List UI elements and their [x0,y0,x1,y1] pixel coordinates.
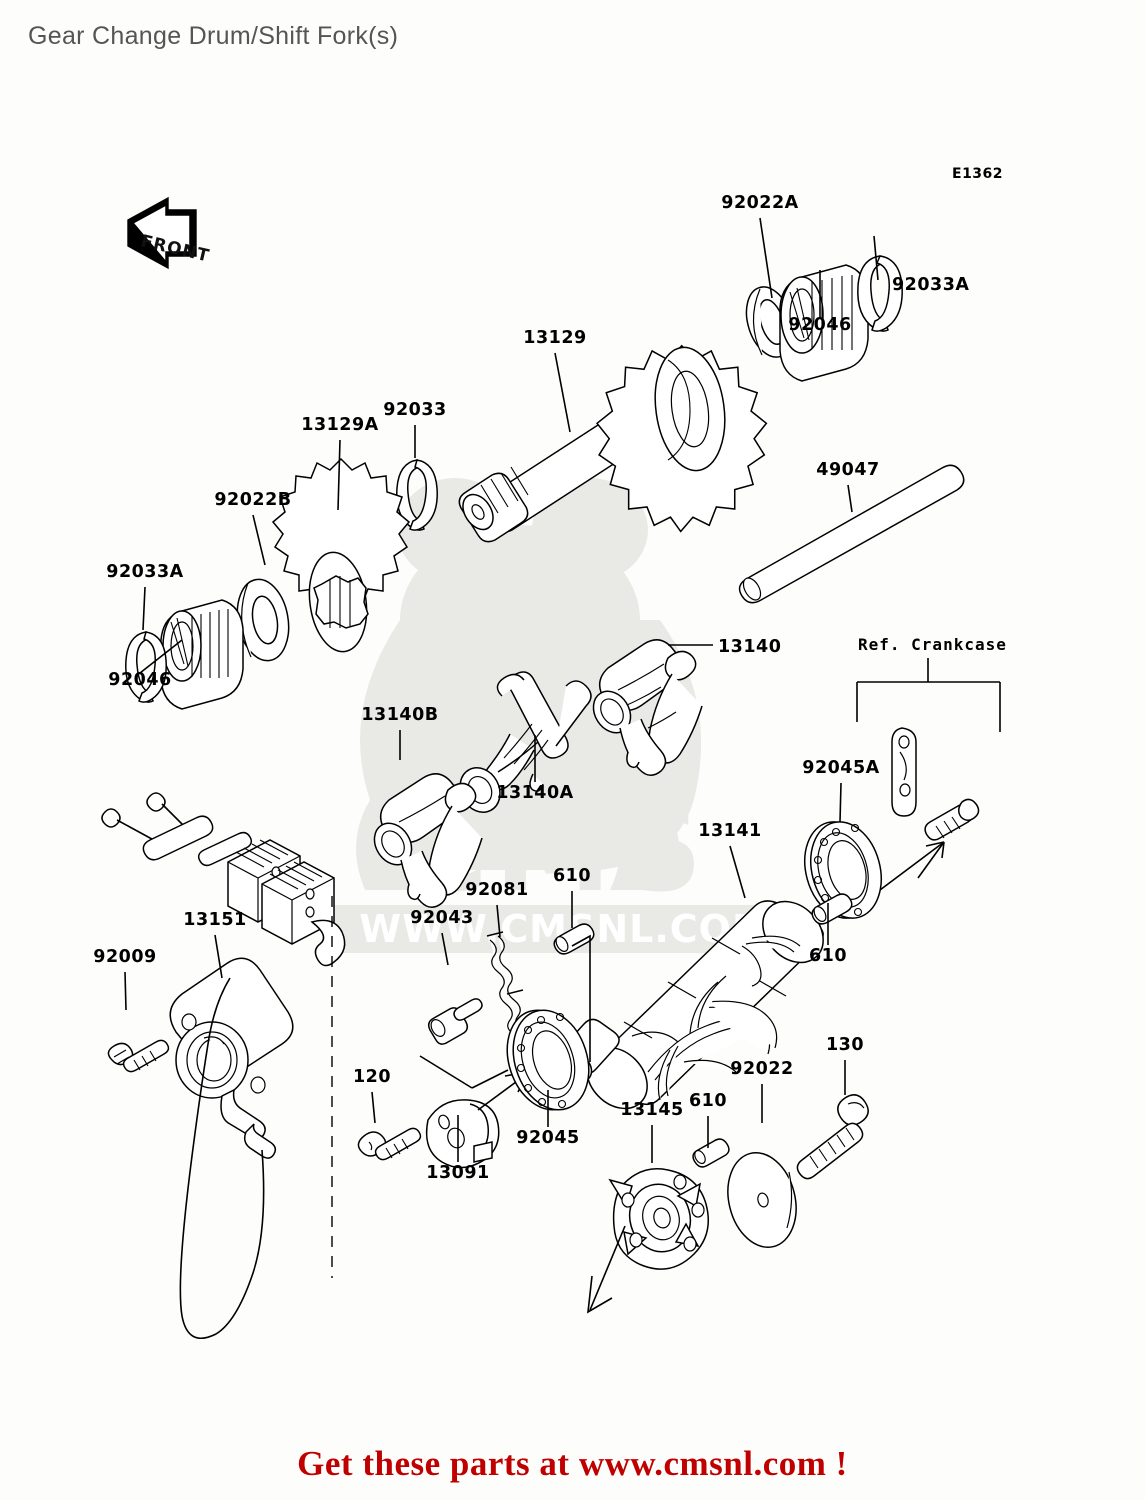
diagram-code: E1362 [952,166,1003,182]
callout-92033A: 92033A [892,275,969,295]
callout-130: 130 [826,1035,864,1055]
callout-92045: 92045 [516,1128,579,1148]
callout-92033A-left: 92033A [106,562,183,582]
callout-92022: 92022 [730,1059,793,1079]
callout-120: 120 [353,1067,391,1087]
assembly-arrow-cam [587,1225,626,1314]
part-610-pin-left [553,923,595,955]
callout-13141: 13141 [698,821,761,841]
part-92022-washer [727,1151,797,1249]
part-13140-shift-fork [592,639,703,776]
part-610-pin-right [811,893,853,925]
part-92033-circlip [396,459,438,531]
part-13129A-drum-gear [271,457,411,653]
callout-92045A: 92045A [802,758,879,778]
shaft-gear [595,344,768,533]
part-13129-gear-change-shaft [458,344,768,543]
part-92045-ball-bearing [506,1009,590,1111]
callout-13129: 13129 [523,328,586,348]
callout-13140A: 13140A [496,783,573,803]
part-13091-holder [425,1099,500,1169]
assembly-arrow-upper [879,841,945,891]
part-92043-detent-pin [427,998,483,1045]
part-13140B-shift-fork [373,773,483,908]
part-92033A-circlip-upper [857,255,903,332]
pin-guide-line [571,934,591,1062]
part-49047-fork-rod [738,464,965,604]
callout-13145: 13145 [620,1100,683,1120]
callout-13151: 13151 [183,910,246,930]
harness-cable [179,977,265,1339]
callout-49047: 49047 [816,460,879,480]
callout-92033: 92033 [383,400,446,420]
callout-13140B: 13140B [361,705,438,725]
wire-harness [101,792,346,967]
callout-92022B: 92022B [214,490,291,510]
callout-92009: 92009 [93,947,156,967]
crankcase-arm [891,727,917,817]
footer-cta: Get these parts at www.cmsnl.com ! [297,1444,848,1483]
ref-crankcase-label: Ref. Crankcase [858,635,1007,654]
parts-diagram: CMS WWW.CMSNL.COM E1362 FRONT [0,60,1145,1440]
callout-13140: 13140 [718,637,781,657]
part-92046-needle-bearing [779,264,869,382]
callout-13091: 13091 [426,1163,489,1183]
part-13145-gear-change-cam [608,1168,709,1270]
callout-92046: 92046 [788,315,851,335]
part-92033A-circlip-left [125,631,167,703]
callout-610-right: 610 [809,946,847,966]
callout-92043: 92043 [410,908,473,928]
page-title: Gear Change Drum/Shift Fork(s) [28,22,399,50]
callout-610-left: 610 [553,866,591,886]
callout-92081: 92081 [465,880,528,900]
ref-crankcase-group: Ref. Crankcase [856,635,1007,841]
callout-610-cam: 610 [689,1091,727,1111]
part-610-pin-cam [692,1138,730,1168]
callout-13129A: 13129A [301,415,378,435]
part-92081-spring [486,931,524,1035]
part-130-bolt [796,1094,869,1180]
callout-layer: 92022A 92046 92033A 13129 13129A 92033 9… [93,193,969,1183]
crankcase-bolt [924,798,980,841]
callout-92022A: 92022A [721,193,798,213]
part-120-bolt [357,1127,422,1161]
front-arrow-icon: FRONT [127,196,212,270]
part-92046-needle-bearing-left [160,599,244,710]
part-13151-neutral-switch [169,957,294,1159]
part-92009-screw [107,1039,170,1073]
callout-92046-left: 92046 [108,670,171,690]
